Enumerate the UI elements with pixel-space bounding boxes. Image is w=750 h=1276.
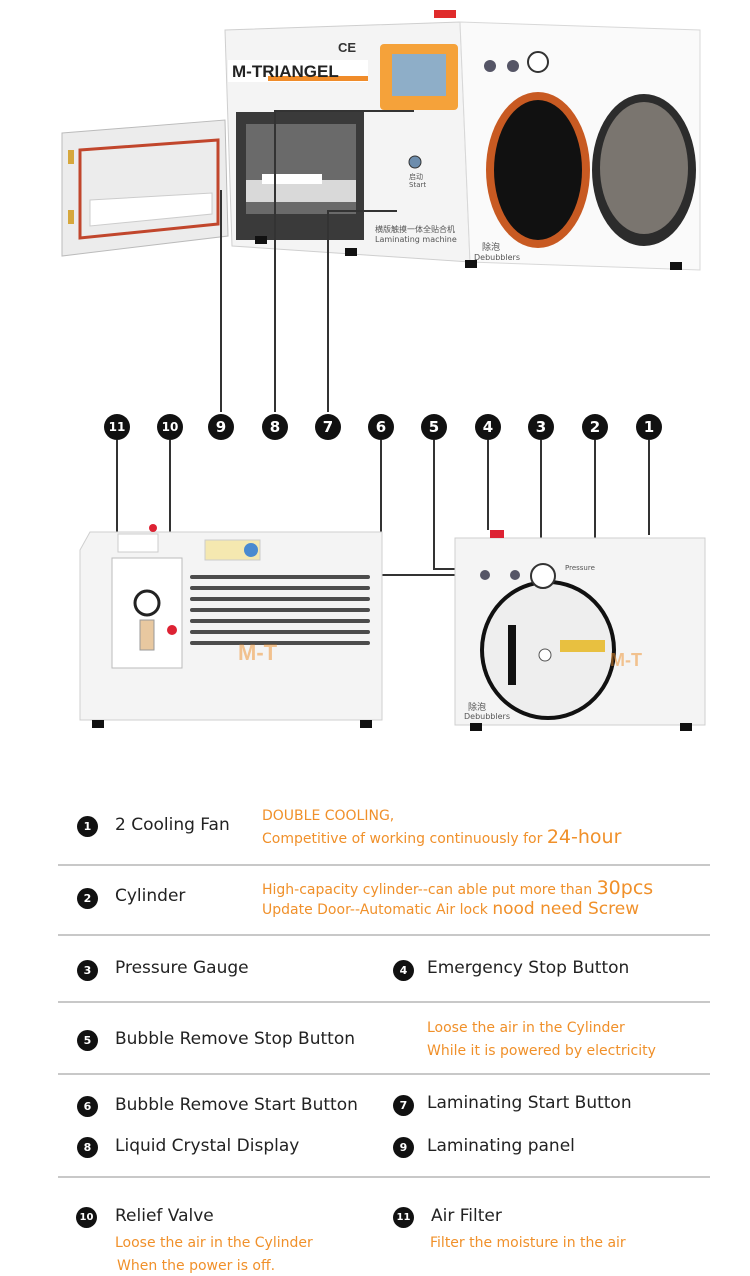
feature-5-note2: While it is powered by electricity — [427, 1043, 656, 1059]
machine-side-illustration: 除泡 Debubblers Pressure M-T M-T — [0, 520, 750, 740]
feature-1-num: 1 — [77, 816, 98, 837]
separator — [58, 864, 710, 866]
debubbler-label-cn: 除泡 — [482, 243, 501, 253]
feature-8-num: 8 — [77, 1137, 98, 1158]
callout-5: 5 — [421, 414, 447, 440]
feature-4-num: 4 — [393, 960, 414, 981]
ce-mark: CE — [338, 40, 357, 55]
brand-logo: M-TRIANGEL — [232, 62, 339, 81]
side-debubbler-en: Debubblers — [464, 712, 510, 721]
machine-front-svg — [61, 10, 701, 271]
callout-8: 8 — [262, 414, 288, 440]
separator — [58, 1073, 710, 1075]
feature-2-note1: High-capacity cylinder--can able put mor… — [262, 877, 654, 899]
debubbler-label-en: Debubblers — [474, 253, 520, 262]
feature-10-note1: Loose the air in the Cylinder — [115, 1235, 313, 1251]
feature-1-note1: DOUBLE COOLING, — [262, 808, 395, 824]
machine-side-svg — [79, 524, 706, 731]
feature-2-num: 2 — [77, 888, 98, 909]
callout-2: 2 — [582, 414, 608, 440]
watermark-mt-right: M-T — [610, 650, 642, 670]
feature-1-label: 2 Cooling Fan — [115, 815, 230, 835]
callout-3: 3 — [528, 414, 554, 440]
feature-7-num: 7 — [393, 1095, 414, 1116]
feature-7-label: Laminating Start Button — [427, 1093, 632, 1113]
model-label-en: Laminating machine — [375, 235, 457, 244]
separator — [58, 1176, 710, 1178]
feature-4-label: Emergency Stop Button — [427, 958, 630, 978]
callout-7: 7 — [315, 414, 341, 440]
model-label-cn: 横版触摸一体全贴合机 — [375, 225, 455, 234]
feature-10-num: 10 — [76, 1207, 97, 1228]
feature-11-num: 11 — [393, 1207, 414, 1228]
feature-3-num: 3 — [77, 960, 98, 981]
pressure-label: Pressure — [565, 564, 595, 572]
feature-5-note1: Loose the air in the Cylinder — [427, 1020, 625, 1036]
callout-4: 4 — [475, 414, 501, 440]
machine-front-illustration: M-TRIANGEL CE 启动 Start 横版触摸一体全贴合机 Lamina… — [0, 0, 750, 412]
feature-6-num: 6 — [77, 1096, 98, 1117]
feature-3-label: Pressure Gauge — [115, 958, 249, 978]
callout-11: 11 — [104, 414, 130, 440]
feature-11-note1: Filter the moisture in the air — [430, 1235, 626, 1251]
separator — [58, 934, 710, 936]
feature-5-label: Bubble Remove Stop Button — [115, 1029, 355, 1049]
feature-6-label: Bubble Remove Start Button — [115, 1095, 358, 1115]
callout-10: 10 — [157, 414, 183, 440]
feature-11-label: Air Filter — [431, 1206, 502, 1226]
start-label-en: Start — [409, 181, 427, 189]
start-label-cn: 启动 — [409, 173, 423, 181]
feature-9-num: 9 — [393, 1137, 414, 1158]
callout-9: 9 — [208, 414, 234, 440]
feature-10-label: Relief Valve — [115, 1206, 214, 1226]
feature-5-num: 5 — [77, 1030, 98, 1051]
separator — [58, 1001, 710, 1003]
feature-9-label: Laminating panel — [427, 1136, 575, 1156]
feature-8-label: Liquid Crystal Display — [115, 1136, 300, 1156]
feature-1-note2: Competitive of working continuously for … — [262, 826, 622, 848]
feature-10-note2: When the power is off. — [117, 1258, 276, 1274]
side-debubbler-cn: 除泡 — [468, 703, 487, 713]
feature-2-note2: Update Door--Automatic Air lock nood nee… — [262, 899, 640, 919]
callout-1: 1 — [636, 414, 662, 440]
watermark-mt-left: M-T — [238, 640, 278, 665]
callout-6: 6 — [368, 414, 394, 440]
feature-2-label: Cylinder — [115, 886, 186, 906]
